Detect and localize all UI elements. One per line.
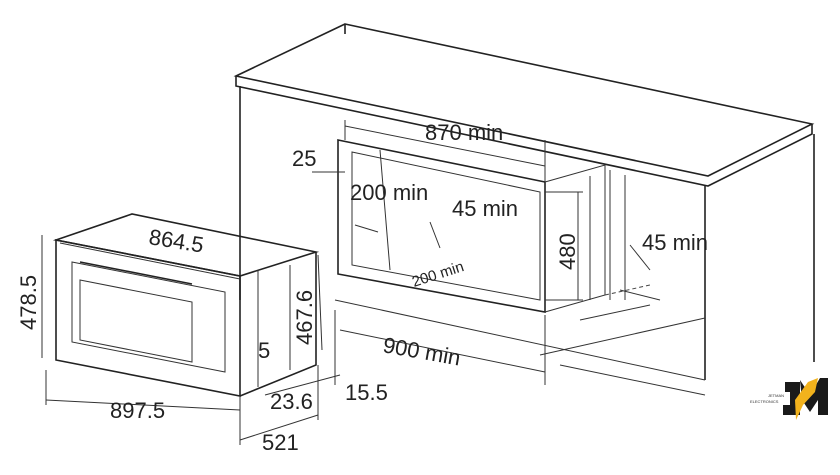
dim-bottom-200: 200 min	[410, 258, 466, 291]
logo-sub: ELECTRONICS	[750, 399, 779, 404]
dim-oven-width: 864.5	[147, 224, 205, 257]
logo-name: JETMAN	[768, 393, 784, 398]
dim-depth-23-6: 23.6	[270, 389, 313, 414]
dim-niche-width: 870 min	[425, 120, 503, 145]
dim-vent-45: 45 min	[452, 196, 518, 221]
jetman-logo: JETMAN ELECTRONICS	[750, 378, 828, 420]
dim-side-200: 200 min	[350, 180, 428, 205]
dim-niche-height: 480	[555, 233, 580, 270]
dim-top-25: 25	[292, 146, 316, 171]
niche-opening	[337, 120, 661, 321]
countertop	[233, 23, 815, 187]
dim-gap-5: 5	[258, 338, 270, 363]
dim-oven-height-inner: 467.6	[292, 290, 317, 345]
cabinet	[239, 86, 815, 396]
dim-depth-521: 521	[262, 430, 299, 455]
dim-offset-15-5: 15.5	[345, 380, 388, 405]
dim-cabinet-width: 900 min	[381, 332, 462, 370]
dimension-lines	[41, 125, 651, 445]
dim-rear-45: 45 min	[642, 230, 708, 255]
dim-front-width: 897.5	[110, 398, 165, 423]
dim-oven-height: 478.5	[16, 275, 41, 330]
